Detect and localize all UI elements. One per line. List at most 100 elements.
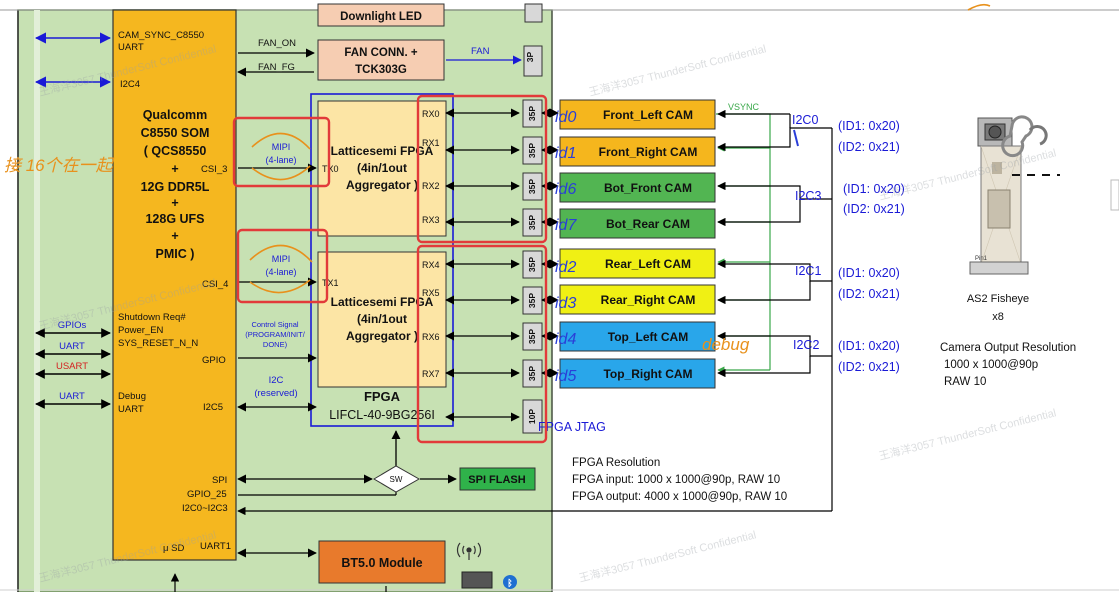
camera-label: Bot_Rear CAM (606, 217, 690, 231)
rx-label: RX2 (422, 181, 440, 191)
port-uart1: UART1 (200, 541, 231, 552)
mipi-label: MIPI (272, 142, 291, 152)
port-gpio: GPIO (202, 355, 226, 366)
fpga-block-line: Aggregator ) (346, 329, 418, 343)
handwritten-id-mark: id2 (555, 259, 576, 276)
handwritten-id-mark: id0 (555, 109, 576, 126)
camera-module-image (969, 115, 1119, 275)
connector-pin-label: 35P (527, 179, 537, 194)
i2c-id2: (ID2: 0x21) (838, 360, 900, 374)
rx-label: RX5 (422, 288, 440, 298)
i2c-reserved-line: I2C (269, 375, 284, 386)
soc-title-line: PMIC ) (156, 247, 195, 261)
connector-pin-label: 35P (527, 215, 537, 230)
connector-pin-label: 10P (527, 409, 537, 424)
camera-block (559, 136, 716, 167)
port-debug-line: UART (118, 404, 144, 415)
camera-label: Top_Right CAM (603, 367, 692, 381)
soc-title-line: C8550 SOM (141, 126, 210, 140)
camera-label: Top_Left CAM (608, 330, 688, 344)
rx-label: RX1 (422, 138, 440, 148)
fpga-resolution-line: FPGA Resolution (572, 457, 660, 469)
fpga-tx1: TX1 (322, 278, 339, 288)
handwritten-left-note: 接 16个在一起 (4, 156, 115, 175)
fan-conn-line: TCK303G (355, 64, 407, 76)
port-usd: μ SD (163, 543, 184, 554)
port-power-line: SYS_RESET_N_N (118, 338, 198, 349)
rx-label: RX6 (422, 332, 440, 342)
fpga-block-line: Latticesemi FPGA (331, 295, 434, 309)
soc-block (112, 9, 237, 561)
i2c-bus-label: I2C0 (792, 113, 818, 127)
module-name: AS2 Fisheye (967, 293, 1029, 305)
handwritten-id-mark: id4 (555, 331, 576, 348)
camera-block (559, 248, 716, 279)
handwritten-debug-note: debug (702, 335, 750, 354)
soc-title-line: + (171, 196, 178, 210)
control-signal-line: (PROGRAM/INIT/ (245, 330, 305, 339)
i2c-id1: (ID1: 0x20) (838, 266, 900, 280)
highlight-boxes (232, 94, 548, 444)
i2c-reserved-line: (reserved) (254, 388, 297, 399)
port-csi4: CSI_4 (202, 279, 228, 290)
i2c-id1: (ID1: 0x20) (838, 339, 900, 353)
fpga-part-number: LIFCL-40-9BG256I (329, 408, 435, 422)
fpga-resolution-line: FPGA output: 4000 x 1000@90p, RAW 10 (572, 491, 787, 503)
downlight-connector (524, 3, 543, 23)
fpga-tx0: TX0 (322, 164, 339, 174)
fpga-aggregator-2 (317, 251, 447, 388)
handwritten-id-mark: id5 (555, 368, 576, 385)
i2c-id1: (ID1: 0x20) (838, 119, 900, 133)
svg-text:ᛒ: ᛒ (507, 578, 512, 588)
spi-flash-label: SPI FLASH (468, 474, 526, 486)
fan-conn-line: FAN CONN. + (344, 47, 417, 59)
fpga-block-line: Latticesemi FPGA (331, 144, 434, 158)
i2c-bus-label: I2C1 (795, 264, 821, 278)
switch-diamond (373, 465, 421, 493)
left-stripe (34, 10, 40, 592)
fpga-resolution-line: FPGA input: 1000 x 1000@90p, RAW 10 (572, 474, 780, 486)
module-resolution-line: RAW 10 (944, 376, 986, 388)
signal-uart: UART (59, 341, 85, 352)
connector-pin-label: 35P (527, 106, 537, 121)
soc-title-line: 128G UFS (145, 212, 204, 226)
camera-block (559, 358, 716, 389)
module-count: x8 (992, 311, 1004, 323)
fpga-block-line: Aggregator ) (346, 178, 418, 192)
handwritten-id-mark: id1 (555, 145, 576, 162)
port-debug-line: Debug (118, 391, 146, 402)
signal-usart: USART (56, 361, 88, 372)
fpga-block-line: (4in/1out (357, 161, 407, 175)
control-signal-line: DONE) (263, 340, 288, 349)
camera-block (559, 284, 716, 315)
port-cam-sync: CAM_SYNC_C8550 (118, 30, 204, 41)
mipi-label: MIPI (272, 254, 291, 264)
port-i2c-bus: I2C0~I2C3 (182, 503, 228, 514)
soc-title: Qualcomm C8550 SOM ( QCS8550 + 12G DDR5L… (141, 108, 210, 261)
rx-label: RX4 (422, 260, 440, 270)
port-power-line: Power_EN (118, 325, 164, 336)
soc-title-line: + (171, 162, 178, 176)
soc-title-line: Qualcomm (143, 108, 208, 122)
handwritten-annotations: 接 16个在一起 id0 id1 id6 id7 id2 id3 id4 id5… (4, 3, 991, 385)
port-uart-top: UART (118, 42, 144, 53)
fan-conn-block (317, 39, 445, 81)
chip-icon (461, 571, 493, 589)
switch-label: SW (390, 475, 403, 484)
fpga-jtag-label: FPGA JTAG (538, 420, 606, 434)
downlight-led-label: Downlight LED (340, 11, 422, 23)
camera-label: Front_Right CAM (599, 145, 698, 159)
i2c-id1: (ID1: 0x20) (843, 182, 905, 196)
fan-on-label: FAN_ON (258, 38, 296, 49)
pin1-label: Pin1 (975, 256, 988, 262)
port-power-line: Shutdown Req# (118, 312, 186, 323)
vsync-label: VSYNC (728, 102, 760, 112)
camera-block (559, 208, 716, 239)
connector-pin-label: 35P (527, 143, 537, 158)
rx-label: RX7 (422, 369, 440, 379)
connector-pin-label: 35P (527, 293, 537, 308)
mipi-lanes: (4-lane) (265, 155, 296, 165)
i2c-id2: (ID2: 0x21) (838, 140, 900, 154)
